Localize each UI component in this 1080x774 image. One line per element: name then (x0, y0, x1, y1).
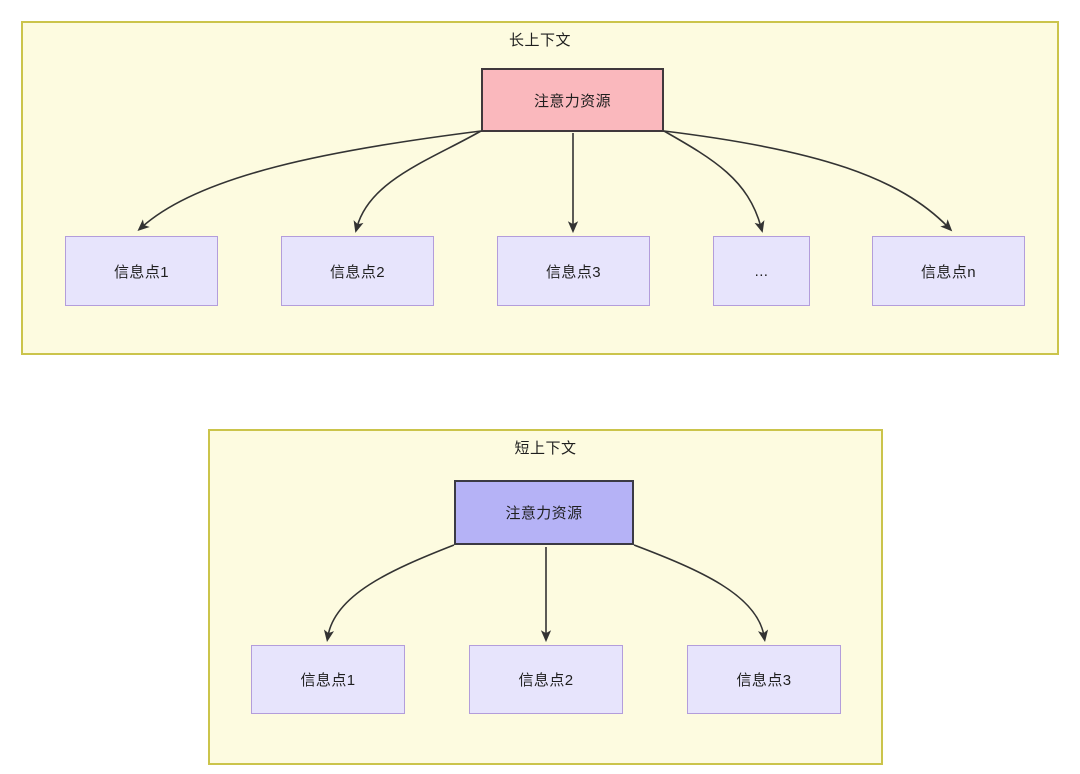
long-context-info-node-ellipsis[interactable]: ... (713, 236, 810, 306)
long-context-info-node-n[interactable]: 信息点n (872, 236, 1025, 306)
long-context-attention-node[interactable]: 注意力资源 (481, 68, 664, 132)
long-context-info-label-n: 信息点n (921, 263, 976, 281)
short-context-info-node-1[interactable]: 信息点1 (251, 645, 405, 714)
long-context-info-label-3: 信息点3 (546, 263, 601, 281)
short-context-info-node-2[interactable]: 信息点2 (469, 645, 623, 714)
long-context-panel-title: 长上下文 (508, 32, 571, 49)
long-context-info-node-1[interactable]: 信息点1 (65, 236, 218, 306)
short-context-attention-label: 注意力资源 (505, 505, 583, 522)
short-context-info-label-2: 信息点2 (518, 672, 574, 689)
short-context-info-label-1: 信息点1 (300, 672, 356, 689)
short-context-info-label-3: 信息点3 (736, 672, 792, 689)
long-context-attention-label: 注意力资源 (533, 92, 611, 110)
long-context-info-label-ellipsis: ... (754, 262, 769, 280)
short-context-attention-node[interactable]: 注意力资源 (454, 480, 634, 545)
long-context-info-node-3[interactable]: 信息点3 (497, 236, 650, 306)
short-context-info-node-3[interactable]: 信息点3 (687, 645, 841, 714)
long-context-info-label-2: 信息点2 (330, 263, 385, 281)
short-context-panel-title: 短上下文 (514, 440, 577, 457)
long-context-info-label-1: 信息点1 (114, 263, 169, 281)
long-context-info-node-2[interactable]: 信息点2 (281, 236, 434, 306)
